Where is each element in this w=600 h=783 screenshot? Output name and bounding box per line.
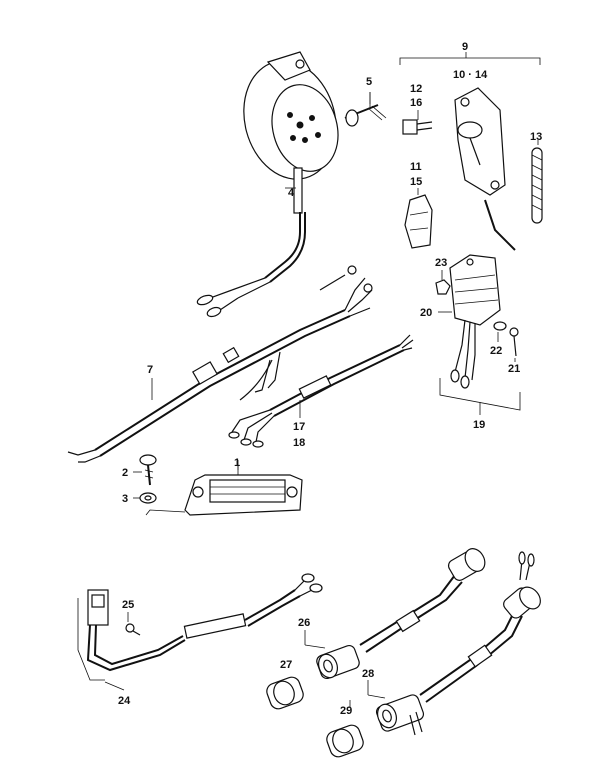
clamp-11-15 (404, 194, 433, 249)
part-num-5: 5 (366, 76, 372, 88)
part-num-24: 24 (118, 695, 131, 707)
part-num-28: 28 (362, 668, 374, 680)
nut-23 (435, 279, 451, 295)
part-num-20: 20 (420, 307, 432, 319)
stator-cable (196, 212, 306, 318)
part-num-3: 3 (122, 493, 128, 505)
sleeve-13 (531, 147, 543, 224)
part-num-11: 11 (410, 161, 422, 173)
part-num-17: 17 (293, 421, 305, 433)
cable-28-29 (419, 551, 541, 703)
regulator-20 (449, 254, 501, 389)
cable-26-27 (359, 548, 486, 653)
part-num-7: 7 (147, 364, 153, 376)
part-num-29: 29 (340, 705, 352, 717)
rectifier-10-14 (454, 87, 516, 251)
part-num-9: 9 (462, 41, 468, 53)
part-num-25: 25 (122, 599, 134, 611)
part-num-26: 26 (298, 617, 310, 629)
cdi-unit-1 (184, 465, 303, 516)
bracket-9 (399, 52, 541, 65)
screw-5 (344, 92, 387, 127)
part-num-15: 15 (410, 176, 422, 188)
harness-7 (67, 265, 373, 463)
part-num-12: 12 (410, 83, 422, 95)
part-num-1: 1 (234, 457, 240, 469)
screw-2 (139, 454, 157, 486)
screw-25 (125, 623, 141, 636)
cap-29 (326, 724, 364, 758)
part-num-4: 4 (288, 187, 295, 199)
part-num-21: 21 (508, 363, 520, 375)
part-num-2: 2 (122, 467, 128, 479)
part-num-18: 18 (293, 437, 305, 449)
part-numbers: 1 2 3 4 5 7 9 10 · 14 11 12 13 15 16 17 … (118, 41, 542, 717)
plug-28 (375, 694, 425, 736)
bolt-12-16 (402, 119, 433, 135)
part-num-19: 19 (473, 419, 485, 431)
part-num-22: 22 (490, 345, 502, 357)
part-num-23: 23 (435, 257, 447, 269)
bolt-21 (509, 327, 519, 357)
part-num-10-14: 10 · 14 (453, 69, 488, 81)
part-num-13: 13 (530, 131, 542, 143)
part-num-16: 16 (410, 97, 422, 109)
leader-lines (104, 92, 539, 708)
harness-17-18 (228, 334, 414, 448)
plug-26 (316, 644, 360, 680)
bracket-19 (439, 378, 521, 415)
washer-3 (139, 492, 157, 504)
kill-switch-24 (77, 573, 323, 681)
stator-coil (243, 51, 339, 214)
washer-22 (493, 321, 507, 331)
part-num-27: 27 (280, 659, 292, 671)
cap-27 (266, 676, 304, 710)
